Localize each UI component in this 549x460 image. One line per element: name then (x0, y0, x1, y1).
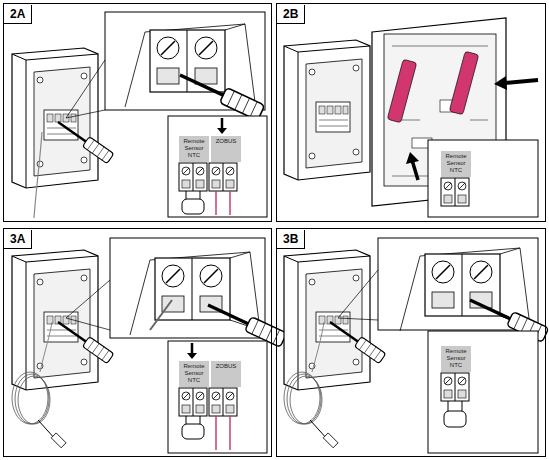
terminal-label: ZOBUS (211, 361, 241, 387)
step-number: 3B (277, 230, 305, 249)
step-panel: 2A Remote Sensor NTC ZOBUS (3, 3, 272, 222)
terminal-name: Remote Sensor NTC (442, 153, 470, 174)
step-number: 2B (277, 5, 305, 24)
terminal-label: Remote Sensor NTC (441, 151, 471, 177)
terminal-name: Remote Sensor NTC (180, 138, 208, 159)
terminal-name: Remote Sensor NTC (442, 348, 470, 369)
terminal-label: Remote Sensor NTC (179, 361, 209, 387)
step-panel: 3A Remote Sensor NTC ZOBUS (3, 228, 272, 457)
terminal-name: ZOBUS (212, 363, 240, 370)
terminal-label: Remote Sensor NTC (441, 346, 471, 372)
terminal-name: ZOBUS (212, 138, 240, 145)
terminal-name: Remote Sensor NTC (180, 363, 208, 384)
step-panel: 3B Remote Sensor NTC (276, 228, 546, 457)
step-panel: 2B Remote Sensor NTC (276, 3, 546, 222)
terminal-label: Remote Sensor NTC (179, 136, 209, 162)
terminal-label: ZOBUS (211, 136, 241, 162)
step-number: 3A (4, 230, 32, 249)
step-number: 2A (4, 5, 32, 24)
